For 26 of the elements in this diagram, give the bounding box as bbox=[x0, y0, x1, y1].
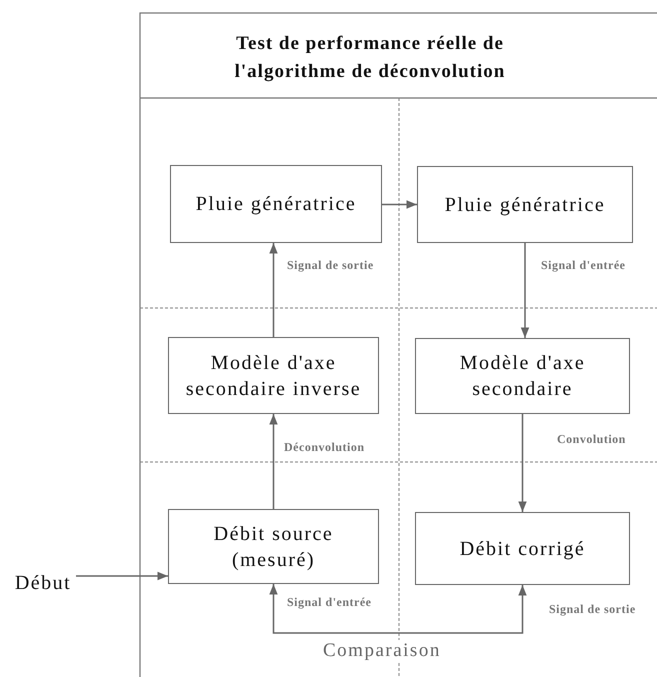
start-label: Début bbox=[14, 571, 72, 596]
box-label: Modèle d'axe secondaire bbox=[458, 351, 586, 402]
title: Test de performance réelle de l'algorithme de déconvolution bbox=[234, 32, 506, 84]
process-box bbox=[168, 337, 379, 414]
box-label: Débit corrigé bbox=[458, 536, 586, 562]
process-box bbox=[168, 509, 379, 584]
arrow bbox=[269, 584, 527, 634]
box-label: Débit source (mesuré) bbox=[212, 522, 334, 572]
process-box bbox=[417, 166, 633, 243]
arrow bbox=[382, 200, 417, 209]
signal-label: Signal d'entrée bbox=[286, 595, 372, 610]
edge-label: Comparaison bbox=[322, 640, 442, 662]
signal-label: Signal de sortie bbox=[548, 602, 637, 617]
edge-label: Signal de sortie bbox=[286, 258, 375, 273]
arrow bbox=[269, 414, 278, 509]
arrow bbox=[269, 243, 278, 337]
process-box bbox=[415, 338, 630, 414]
box-label: Pluie génératrice bbox=[194, 192, 358, 217]
arrow bbox=[520, 243, 530, 338]
arrow bbox=[518, 414, 527, 512]
arrow bbox=[76, 572, 168, 580]
process-box bbox=[415, 512, 630, 585]
box-label: Modèle d'axe secondaire inverse bbox=[184, 350, 362, 402]
process-box bbox=[170, 165, 382, 243]
edge-label: Signal d'entrée bbox=[540, 258, 626, 273]
box-label: Pluie génératrice bbox=[444, 192, 606, 218]
